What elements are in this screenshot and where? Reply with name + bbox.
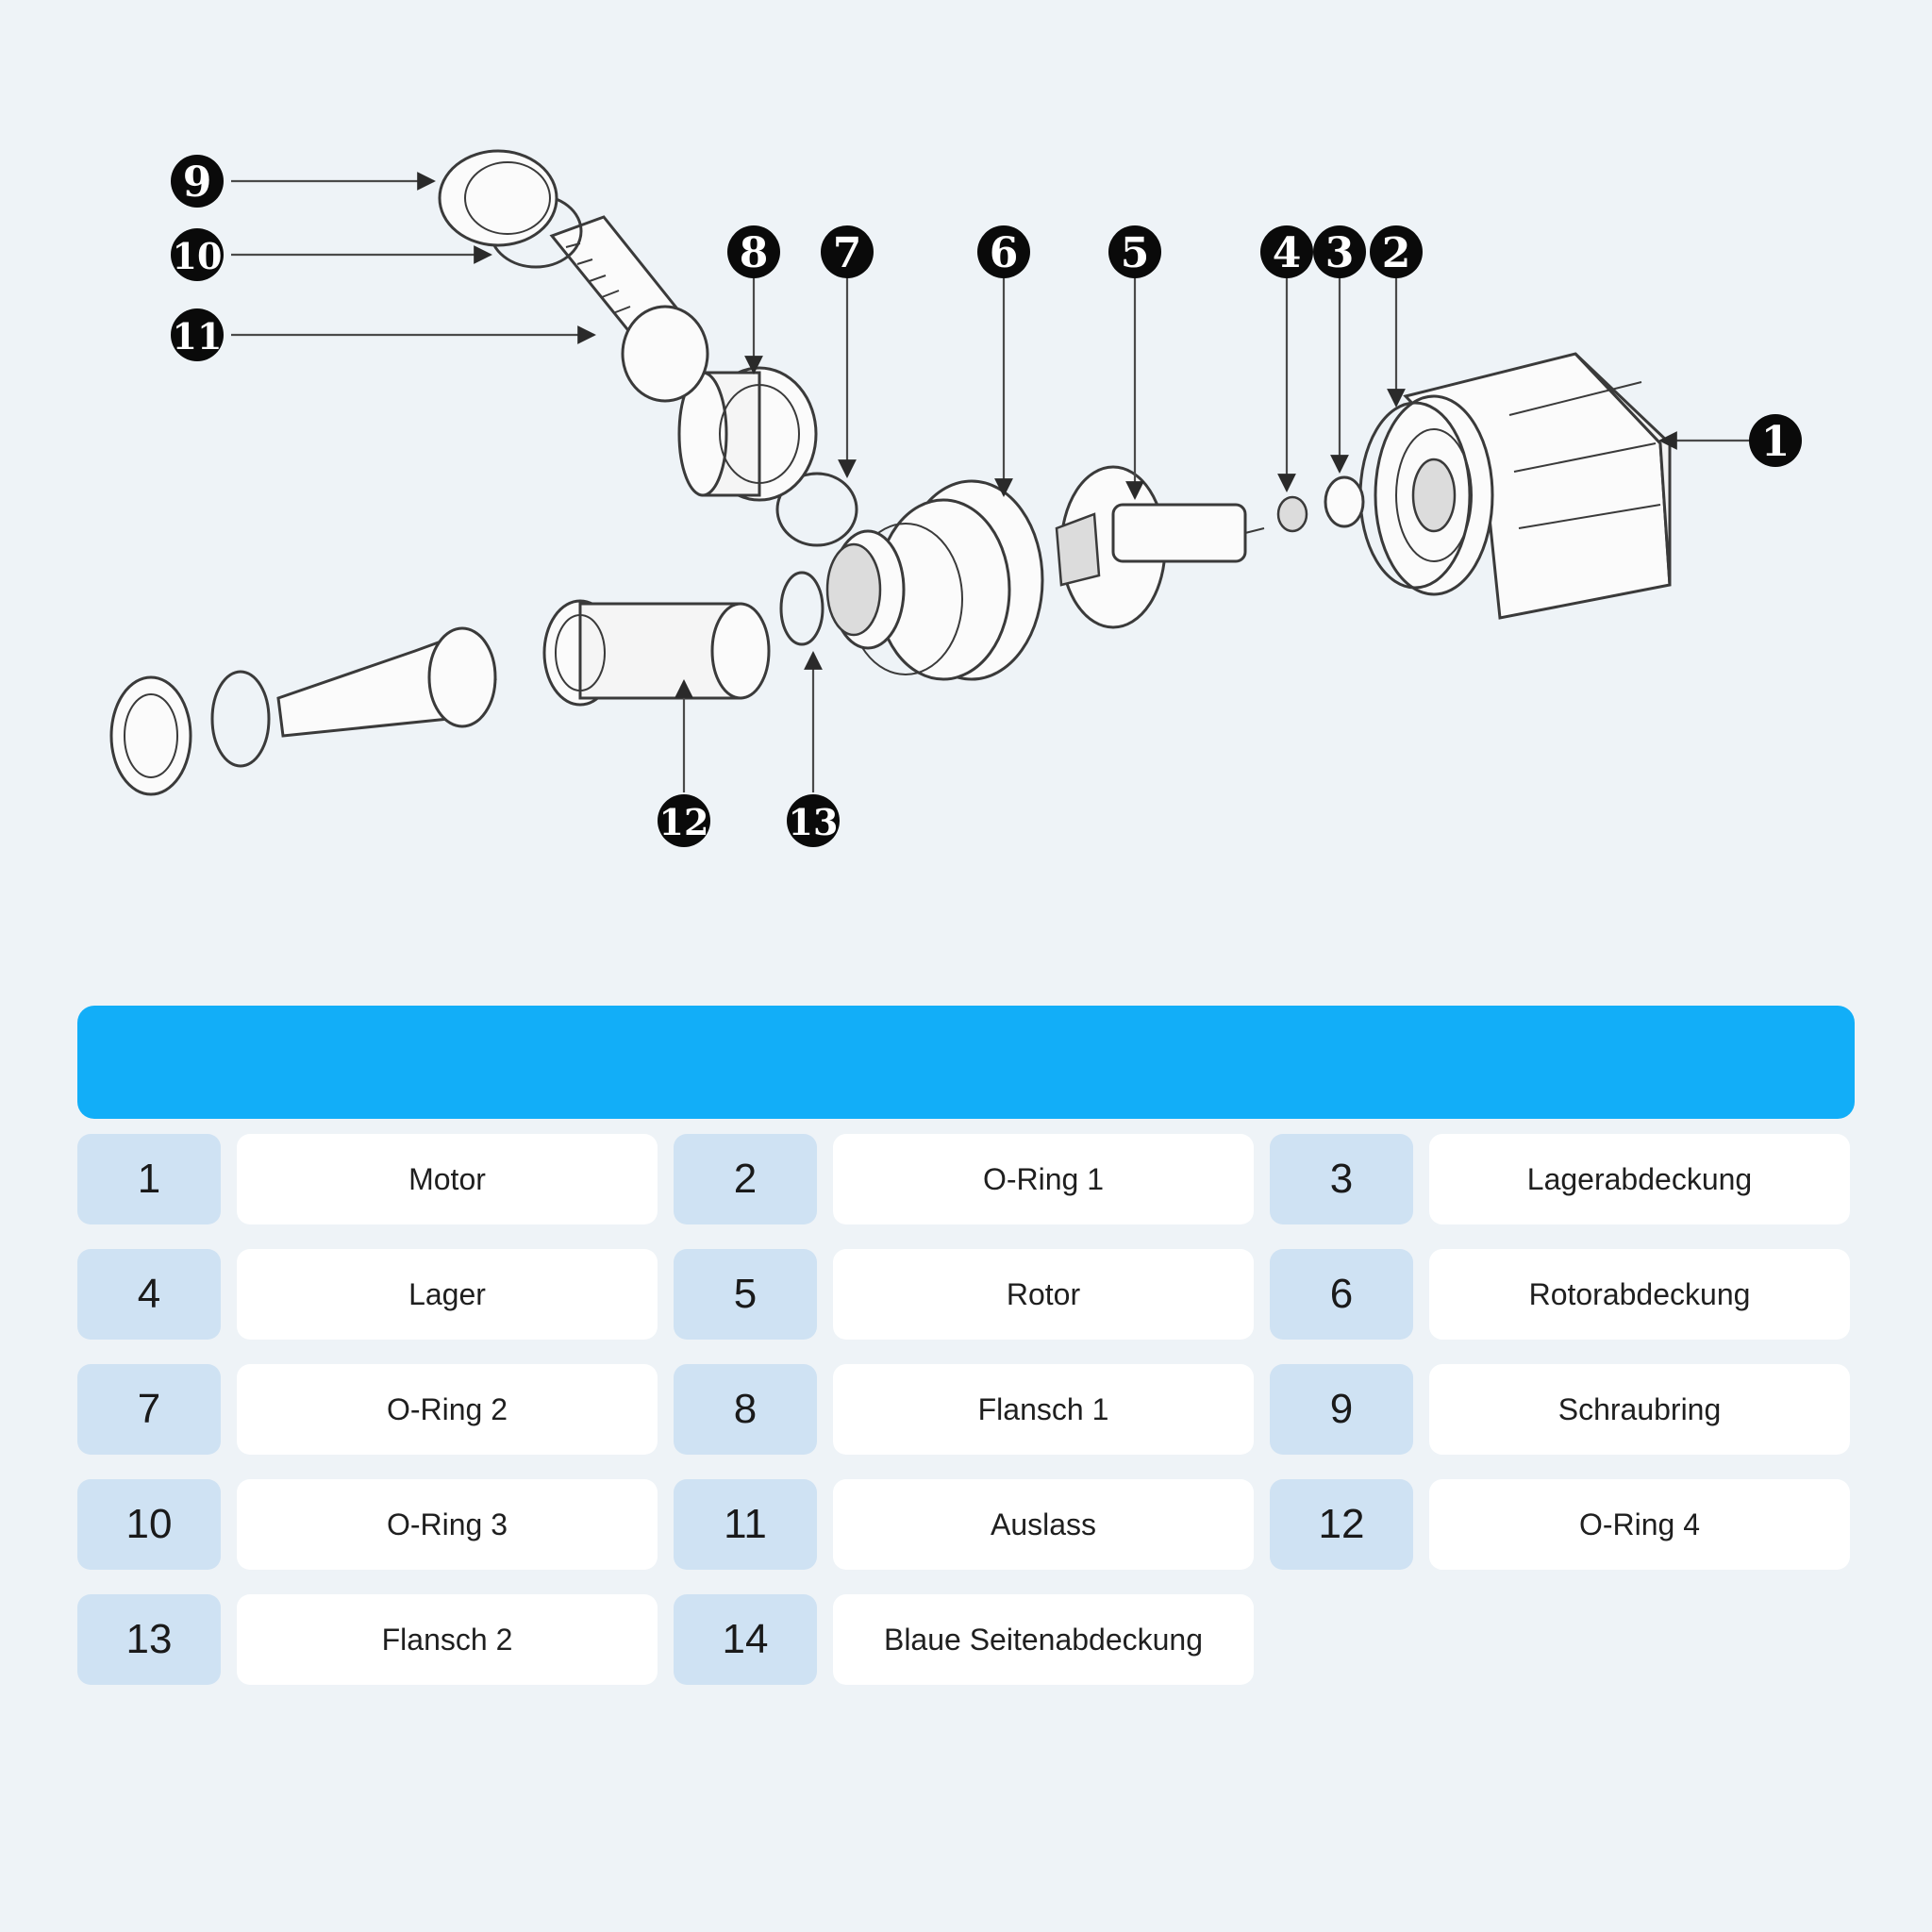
parts-table-header xyxy=(77,1006,1855,1119)
svg-text:11: 11 xyxy=(173,315,223,358)
o-ring-2-part xyxy=(775,472,858,547)
part-number-10: 10 xyxy=(77,1479,221,1570)
part-name-2: O-Ring 1 xyxy=(833,1134,1254,1224)
callout-4: 4 xyxy=(1260,225,1313,278)
part-name-5: Rotor xyxy=(833,1249,1254,1340)
part-name-1: Motor xyxy=(237,1134,658,1224)
callout-badges: 1 2 3 4 5 6 7 8 9 10 11 12 13 xyxy=(171,155,1802,847)
svg-text:13: 13 xyxy=(789,801,839,843)
part-name-13: Flansch 2 xyxy=(237,1594,658,1685)
svg-text:6: 6 xyxy=(990,229,1019,277)
part-number-11: 11 xyxy=(674,1479,817,1570)
inlet-part xyxy=(109,626,497,796)
part-number-9: 9 xyxy=(1270,1364,1413,1455)
exploded-pump-diagram: 1 2 3 4 5 6 7 8 9 10 11 12 13 xyxy=(109,149,1802,847)
svg-text:12: 12 xyxy=(659,801,709,843)
callout-2: 2 xyxy=(1370,225,1423,278)
bearing-part xyxy=(1276,495,1308,533)
parts-table: 1 Motor 2 O-Ring 1 3 Lagerabdeckung 4 La… xyxy=(77,1134,1858,1685)
part-number-12: 12 xyxy=(1270,1479,1413,1570)
callout-6: 6 xyxy=(977,225,1030,278)
callout-7: 7 xyxy=(821,225,874,278)
part-name-8: Flansch 1 xyxy=(833,1364,1254,1455)
part-number-1: 1 xyxy=(77,1134,221,1224)
part-number-3: 3 xyxy=(1270,1134,1413,1224)
screw-ring-part xyxy=(438,149,558,247)
callout-8: 8 xyxy=(727,225,780,278)
part-number-7: 7 xyxy=(77,1364,221,1455)
part-name-6: Rotorabdeckung xyxy=(1429,1249,1850,1340)
svg-text:10: 10 xyxy=(173,235,223,277)
o-ring-4-part xyxy=(779,571,824,646)
part-name-9: Schraubring xyxy=(1429,1364,1850,1455)
svg-text:5: 5 xyxy=(1121,229,1150,277)
svg-text:3: 3 xyxy=(1325,229,1355,277)
part-name-12: O-Ring 4 xyxy=(1429,1479,1850,1570)
leader-lines xyxy=(231,172,1750,792)
outlet-part xyxy=(549,215,709,403)
part-name-4: Lager xyxy=(237,1249,658,1340)
part-number-4: 4 xyxy=(77,1249,221,1340)
flange-1-part xyxy=(677,366,818,502)
part-number-14: 14 xyxy=(674,1594,817,1685)
part-name-14: Blaue Seitenabdeckung xyxy=(833,1594,1254,1685)
svg-text:9: 9 xyxy=(183,158,212,207)
callout-3: 3 xyxy=(1313,225,1366,278)
part-number-6: 6 xyxy=(1270,1249,1413,1340)
svg-text:2: 2 xyxy=(1382,229,1411,277)
part-name-10: O-Ring 3 xyxy=(237,1479,658,1570)
svg-text:7: 7 xyxy=(833,229,862,277)
callout-9: 9 xyxy=(171,155,224,208)
part-number-8: 8 xyxy=(674,1364,817,1455)
part-name-7: O-Ring 2 xyxy=(237,1364,658,1455)
svg-text:1: 1 xyxy=(1761,418,1790,466)
flange-2-part xyxy=(542,599,771,707)
part-name-11: Auslass xyxy=(833,1479,1254,1570)
part-number-13: 13 xyxy=(77,1594,221,1685)
callout-5: 5 xyxy=(1108,225,1161,278)
callout-12: 12 xyxy=(658,794,710,847)
svg-text:8: 8 xyxy=(740,229,769,277)
bearing-cover-part xyxy=(1324,475,1365,528)
motor-part xyxy=(1374,352,1672,620)
callout-13: 13 xyxy=(787,794,840,847)
rotor-cover-part xyxy=(825,479,1044,681)
callout-10: 10 xyxy=(171,228,224,281)
rotor-part xyxy=(1055,465,1265,629)
callout-11: 11 xyxy=(171,308,224,361)
callout-1: 1 xyxy=(1749,414,1802,467)
svg-text:4: 4 xyxy=(1273,229,1302,277)
part-name-3: Lagerabdeckung xyxy=(1429,1134,1850,1224)
part-number-5: 5 xyxy=(674,1249,817,1340)
part-number-2: 2 xyxy=(674,1134,817,1224)
